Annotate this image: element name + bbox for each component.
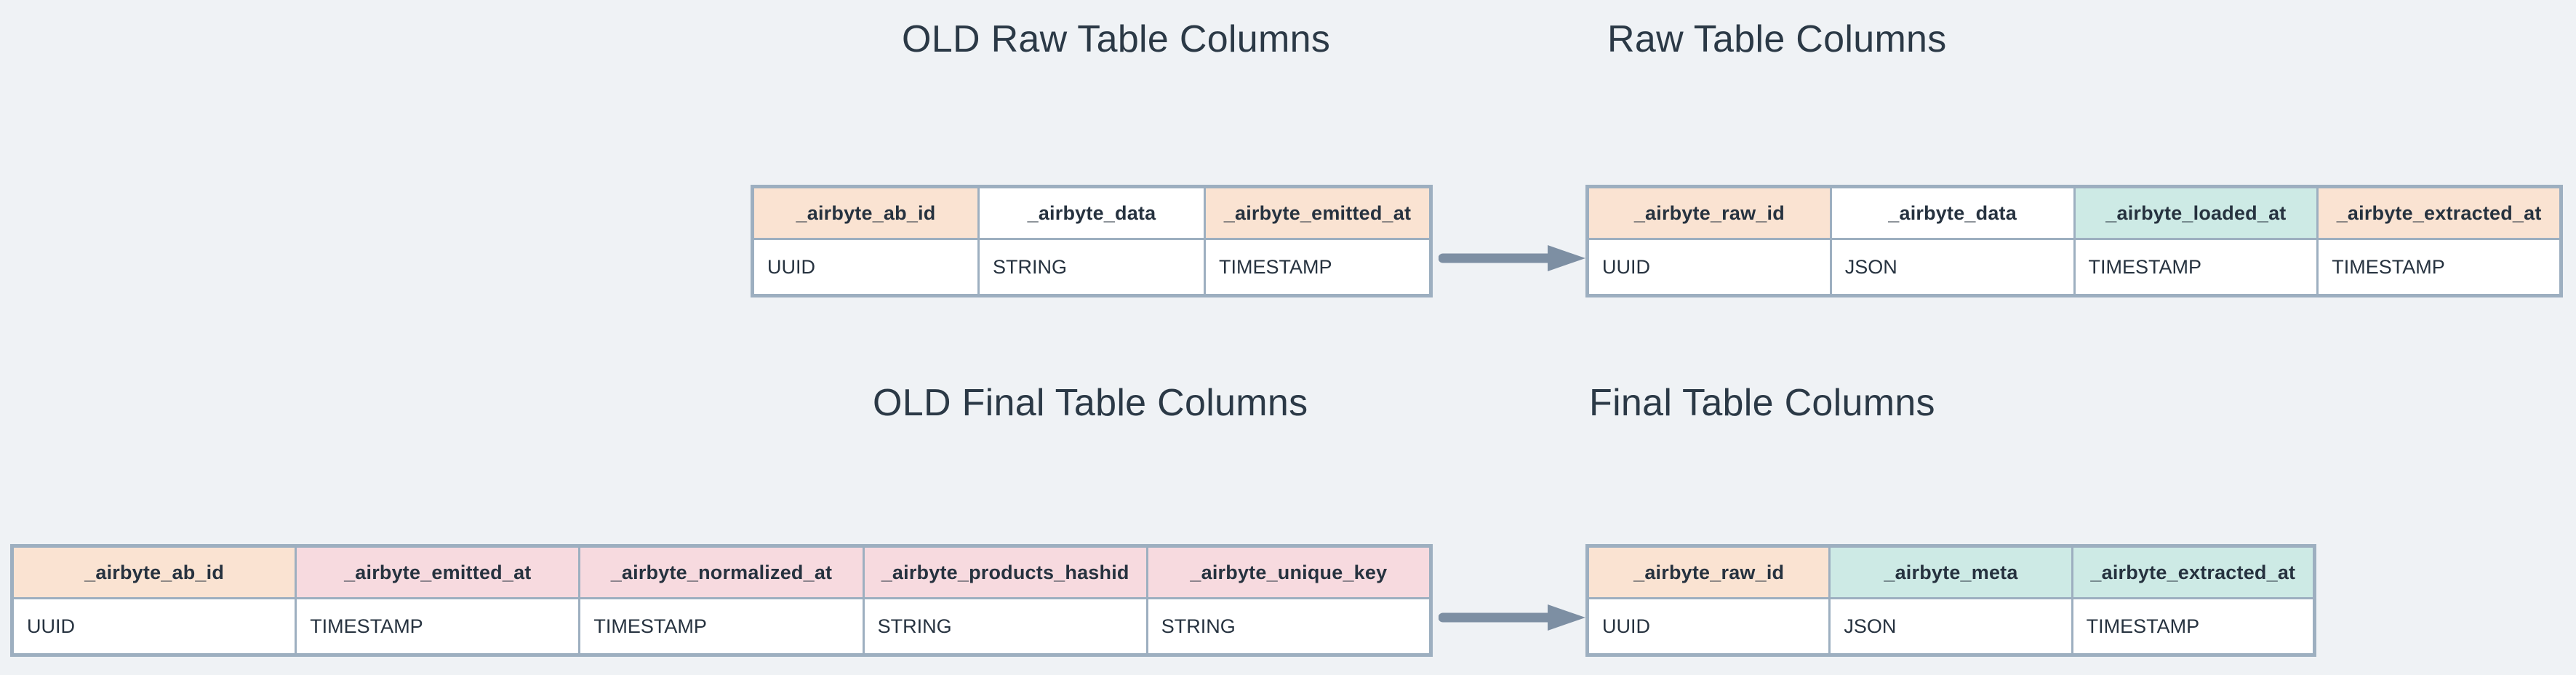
column-type-cell: UUID [1585, 597, 1831, 656]
column-header-cell: _airbyte_data [1829, 185, 2076, 240]
column-header-cell: _airbyte_extracted_at [2316, 185, 2562, 240]
section-title-old-final: OLD Final Table Columns [873, 382, 1308, 424]
column-header-cell: _airbyte_extracted_at [2071, 545, 2316, 599]
column-header-cell: _airbyte_raw_id [1586, 185, 1832, 240]
arrow-right-icon [1438, 241, 1591, 275]
column-header-cell: _airbyte_data [977, 185, 1206, 240]
column-type-cell: STRING [862, 597, 1148, 656]
table-header-row: _airbyte_raw_id_airbyte_data_airbyte_loa… [1586, 185, 2562, 240]
table-header-row: _airbyte_ab_id_airbyte_emitted_at_airbyt… [10, 545, 1433, 599]
column-type-cell: UUID [10, 597, 297, 656]
column-type-cell: STRING [977, 238, 1206, 297]
table-header-row: _airbyte_ab_id_airbyte_data_airbyte_emit… [751, 185, 1433, 240]
column-type-cell: JSON [1829, 238, 2076, 297]
column-header-cell: _airbyte_meta [1828, 545, 2073, 599]
column-header-cell: _airbyte_unique_key [1145, 545, 1433, 599]
column-type-cell: TIMESTAMP [2071, 597, 2316, 656]
column-header-cell: _airbyte_ab_id [751, 185, 980, 240]
column-type-cell: TIMESTAMP [2316, 238, 2562, 297]
section-title-new-final: Final Table Columns [1589, 382, 1935, 424]
column-header-cell: _airbyte_products_hashid [862, 545, 1148, 599]
column-header-cell: _airbyte_normalized_at [578, 545, 865, 599]
schema-table-new-final: _airbyte_raw_id_airbyte_meta_airbyte_ext… [1585, 544, 2316, 657]
section-title-new-raw: Raw Table Columns [1607, 18, 1947, 60]
column-header-cell: _airbyte_emitted_at [1203, 185, 1433, 240]
column-header-cell: _airbyte_loaded_at [2073, 185, 2319, 240]
column-type-cell: TIMESTAMP [1203, 238, 1433, 297]
column-type-cell: TIMESTAMP [2073, 238, 2319, 297]
table-header-row: _airbyte_raw_id_airbyte_meta_airbyte_ext… [1585, 545, 2316, 599]
column-type-cell: UUID [751, 238, 980, 297]
schema-table-new-raw: _airbyte_raw_id_airbyte_data_airbyte_loa… [1585, 185, 2563, 297]
column-type-cell: UUID [1586, 238, 1832, 297]
section-title-old-raw: OLD Raw Table Columns [902, 18, 1331, 60]
column-header-cell: _airbyte_emitted_at [295, 545, 581, 599]
arrow-right-icon [1438, 601, 1591, 634]
column-type-cell: TIMESTAMP [295, 597, 581, 656]
column-header-cell: _airbyte_ab_id [10, 545, 297, 599]
schema-table-old-final: _airbyte_ab_id_airbyte_emitted_at_airbyt… [10, 544, 1433, 657]
column-type-cell: STRING [1145, 597, 1433, 656]
column-type-cell: JSON [1828, 597, 2073, 656]
column-header-cell: _airbyte_raw_id [1585, 545, 1831, 599]
schema-table-old-raw: _airbyte_ab_id_airbyte_data_airbyte_emit… [751, 185, 1433, 297]
column-type-cell: TIMESTAMP [578, 597, 865, 656]
